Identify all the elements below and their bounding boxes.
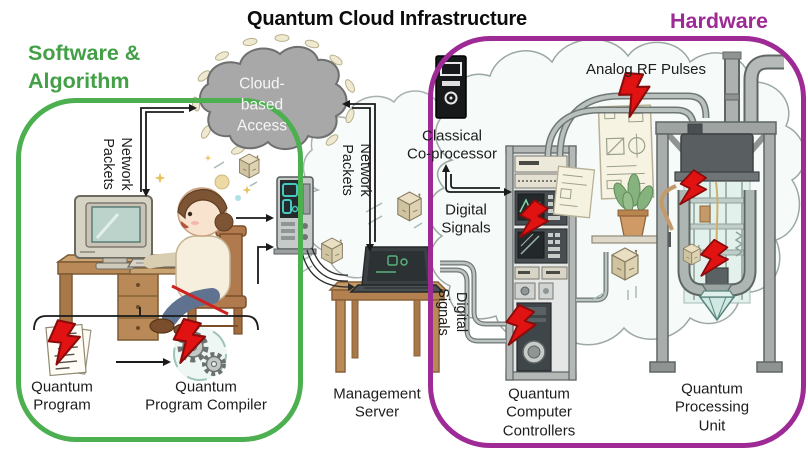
digital-signals-label-server: Digital Signals bbox=[435, 288, 470, 336]
leaf-decorations bbox=[191, 34, 356, 155]
rack-small-modules bbox=[514, 266, 568, 300]
quantum-program-label: Quantum Program bbox=[31, 378, 93, 414]
quantum-processing-unit-label: Quantum Processing Unit bbox=[674, 380, 750, 435]
plant bbox=[613, 173, 654, 237]
quantum-program-compiler-label: Quantum Program Compiler bbox=[145, 378, 267, 414]
software-scene bbox=[55, 154, 261, 341]
coprocessor-digital-arrow bbox=[442, 164, 512, 196]
tower-to-server-lines bbox=[301, 247, 355, 291]
digital-signals-label-coprocessor: Digital Signals bbox=[441, 201, 491, 237]
workstation-to-tower-arrows bbox=[236, 214, 274, 284]
network-arrows-left bbox=[140, 104, 197, 197]
rack-unit-vents bbox=[514, 155, 568, 189]
crt-monitor bbox=[74, 195, 153, 270]
compile-bracket bbox=[33, 307, 259, 331]
management-server-label: Management Server bbox=[333, 385, 421, 421]
quantum-computer-controllers-label: Quantum Computer Controllers bbox=[502, 385, 576, 440]
red-strap-line bbox=[171, 284, 229, 316]
management-server-laptop bbox=[349, 246, 445, 293]
person bbox=[143, 187, 234, 337]
signal-cables bbox=[440, 92, 710, 344]
qubit-cube bbox=[611, 247, 639, 281]
classical-coprocessor-label: Classical Co-processor bbox=[406, 127, 498, 163]
program-to-compiler-arrow bbox=[116, 358, 171, 366]
network-packets-label-right: Network Packets bbox=[339, 143, 374, 197]
rack-oscilloscope-2 bbox=[514, 228, 568, 264]
network-packets-label-left: Network Packets bbox=[100, 137, 135, 191]
qubit-cube bbox=[682, 243, 701, 266]
qubit-cube bbox=[397, 191, 422, 222]
classical-coprocessor-icon bbox=[435, 55, 467, 119]
software-section-title: Software & Algorithm bbox=[28, 41, 141, 93]
qpu-fridge bbox=[649, 51, 784, 373]
qubit-cube bbox=[321, 237, 343, 265]
cloud-based-access-label: Cloud- based Access bbox=[237, 75, 287, 135]
hardware-section-title: Hardware bbox=[670, 8, 768, 33]
page-title: Quantum Cloud Infrastructure bbox=[247, 7, 527, 30]
network-arrows-right bbox=[342, 100, 376, 252]
analog-rf-pulses-label: Analog RF Pulses bbox=[585, 60, 707, 78]
management-server-table bbox=[328, 281, 448, 373]
qubit-cube bbox=[239, 153, 260, 179]
sparkles bbox=[154, 154, 261, 201]
local-server-tower bbox=[273, 176, 317, 255]
